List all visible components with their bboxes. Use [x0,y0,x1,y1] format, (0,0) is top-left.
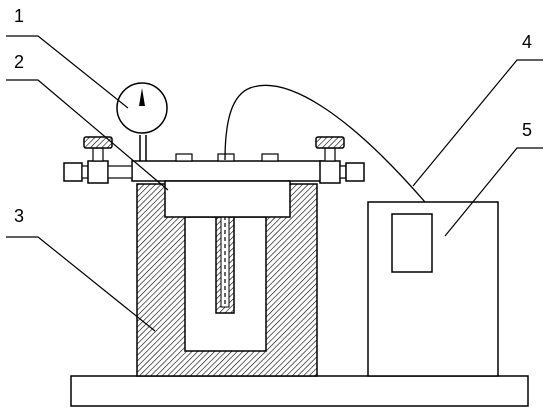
leader-line-2 [6,79,169,191]
pressure-gauge [116,82,168,161]
left-valve [63,136,133,184]
callout-3: 3 [14,206,24,226]
callout-2: 2 [14,52,24,72]
right-valve [315,136,365,184]
leader-line-4 [412,59,543,187]
leader-line-3 [6,236,156,332]
callout-5: 5 [522,120,532,140]
temperature-controller [367,201,499,377]
callout-1: 1 [14,6,24,26]
callout-4: 4 [522,32,532,52]
thermocouple-cable [224,84,426,203]
base-plate [70,375,529,407]
leader-line-1 [6,35,129,109]
leader-line-5 [444,147,543,237]
controller-display [391,213,433,273]
gauge-needle-icon [139,88,145,106]
leader-lines [6,35,543,332]
